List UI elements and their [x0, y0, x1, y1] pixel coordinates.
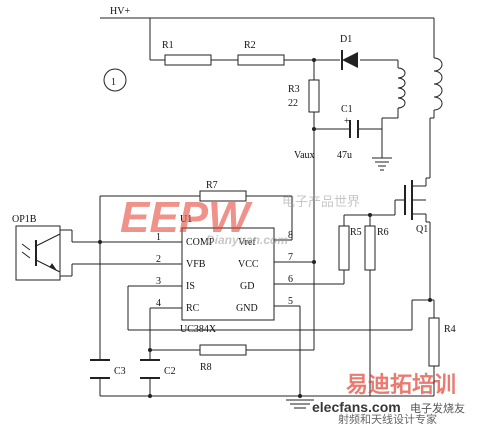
- junction-dots: [98, 58, 432, 398]
- label-c1: C1: [341, 104, 353, 115]
- watermark-eepw: EEPW 电子产品世界 Dianyuan.com: [120, 193, 360, 247]
- pin-number-3: 3: [156, 276, 161, 287]
- pin-number-8: 8: [288, 230, 293, 241]
- ground-symbol-bottom: [286, 399, 314, 409]
- label-r8: R8: [200, 362, 212, 373]
- label-vaux: Vaux: [294, 150, 315, 161]
- label-d1: D1: [340, 34, 352, 45]
- resistor-r5: [338, 225, 350, 271]
- label-r1: R1: [162, 40, 174, 51]
- pin-name-rc: RC: [186, 303, 200, 314]
- wires: [60, 17, 435, 397]
- svg-text:+: +: [344, 116, 350, 127]
- transformer-aux-winding: [397, 67, 406, 109]
- label-r4: R4: [444, 324, 456, 335]
- label-r6: R6: [377, 227, 389, 238]
- figure-number-circle: [103, 68, 127, 92]
- diode-d1: [341, 50, 358, 70]
- pin-number-7: 7: [288, 252, 293, 263]
- pin-name-vfb: VFB: [186, 259, 206, 270]
- pin-number-5: 5: [288, 296, 293, 307]
- capacitor-c3: [90, 359, 110, 379]
- transformer-primary-winding: [433, 57, 443, 111]
- label-ic-part: UC384X: [180, 324, 217, 335]
- pin-number-2: 2: [156, 254, 161, 265]
- label-hv: HV+: [110, 6, 130, 17]
- elecfans-chinese-title: 易迪拓培训: [346, 372, 456, 398]
- ic-uc384x: [181, 227, 275, 321]
- elecfans-logo-text: elecfans.com: [312, 399, 401, 415]
- label-r3-value: 22: [288, 98, 298, 109]
- pin-name-is: IS: [186, 281, 195, 292]
- capacitor-c2: [140, 359, 160, 379]
- resistor-r1: [164, 54, 212, 66]
- resistor-r8: [199, 344, 247, 356]
- label-r2: R2: [244, 40, 256, 51]
- label-op1b: OP1B: [12, 214, 37, 225]
- watermark-elecfans: 易迪拓培训 elecfans.com 电子发烧友 射频和天线设计专家: [312, 372, 465, 424]
- pin-number-6: 6: [288, 274, 293, 285]
- eepw-chinese-text: 电子产品世界: [282, 195, 360, 210]
- resistor-r6: [364, 225, 376, 271]
- label-c3: C3: [114, 366, 126, 377]
- pin-name-vcc: VCC: [238, 259, 259, 270]
- eepw-logo-text: EEPW: [120, 193, 253, 242]
- label-r5: R5: [350, 227, 362, 238]
- label-r7: R7: [206, 180, 218, 191]
- resistor-r2: [237, 54, 285, 66]
- label-u1: U1: [180, 214, 192, 225]
- mosfet-q1: [404, 178, 427, 222]
- pin-name-gd: GD: [240, 281, 254, 292]
- label-q1: Q1: [416, 224, 428, 235]
- label-c2: C2: [164, 366, 176, 377]
- eepw-url-text: Dianyuan.com: [206, 233, 288, 247]
- label-c1-value: 47u: [337, 150, 352, 161]
- resistor-r7: [199, 190, 247, 202]
- capacitor-c1: +: [344, 116, 359, 138]
- elecfans-subtitle: 电子发烧友: [410, 401, 465, 415]
- ground-symbol: [372, 157, 392, 171]
- resistor-r3: [308, 79, 320, 113]
- resistor-r4: [428, 317, 440, 367]
- pin-name-gnd: GND: [236, 303, 258, 314]
- optocoupler-op1b: [15, 225, 61, 281]
- elecfans-bottom-text: 射频和天线设计专家: [338, 412, 437, 424]
- label-circle-number: 1: [111, 77, 116, 88]
- pin-number-4: 4: [156, 298, 161, 309]
- pin-name-comp: COMP: [186, 237, 215, 248]
- label-r3: R3: [288, 84, 300, 95]
- pin-name-vref: Vref: [238, 237, 256, 248]
- pin-number-1: 1: [156, 232, 161, 243]
